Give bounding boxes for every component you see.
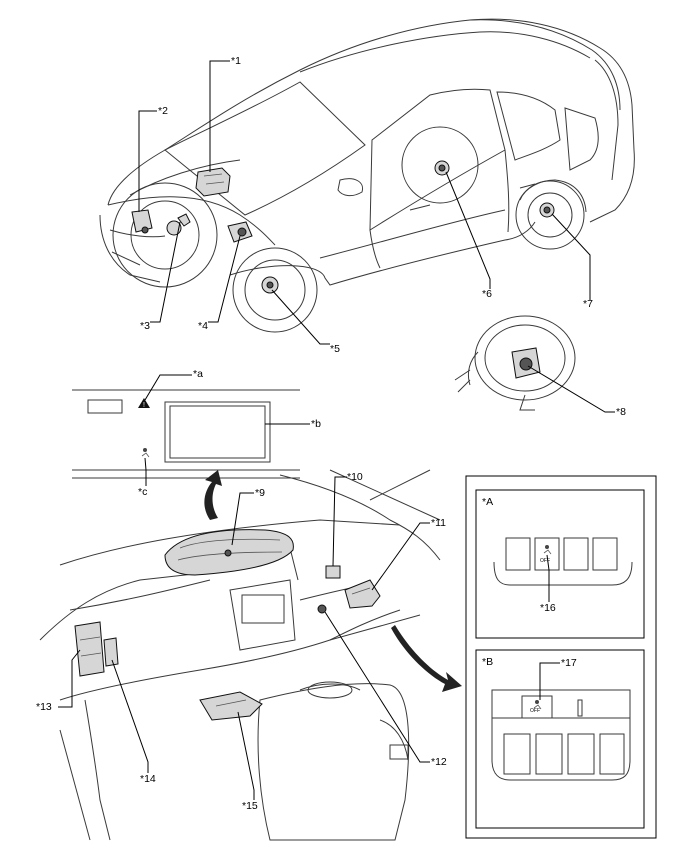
callout-6: *6 [482, 288, 492, 300]
component-10 [325, 565, 341, 579]
inset-a-frame [475, 489, 645, 639]
leader-lines [58, 60, 615, 800]
component-1-airbag-ecu [195, 167, 231, 197]
inset-b-panel [491, 689, 631, 781]
callout-17: *17 [561, 657, 577, 669]
component-6-rear-sensor [434, 160, 450, 176]
callout-2: *2 [158, 105, 168, 117]
callout-a: *a [193, 368, 203, 380]
switch-off-text-a: OFF [540, 558, 550, 564]
component-15-floor-sensor [199, 691, 263, 721]
component-14 [103, 637, 119, 667]
component-3-sensor [166, 213, 191, 236]
component-9-combination-meter [164, 529, 294, 576]
callout-1: *1 [231, 55, 241, 67]
component-13 [74, 621, 105, 677]
callout-c: *c [138, 486, 148, 498]
callout-15: *15 [242, 800, 258, 812]
large-arrow-icon [204, 470, 222, 520]
callout-3: *3 [140, 320, 150, 332]
component-12 [317, 604, 327, 614]
callout-5: *5 [330, 343, 340, 355]
callout-14: *14 [140, 773, 156, 785]
switch-off-text-b: OFF [530, 708, 540, 714]
inset-arrow-icon [391, 625, 462, 692]
component-5-side-sensor [261, 276, 279, 294]
inset-b-label: *B [482, 656, 494, 668]
component-4-sensor [227, 221, 253, 243]
steering-wheel-detail [454, 315, 576, 411]
airbag-off-icon [141, 448, 150, 458]
inset-a-label: *A [482, 496, 494, 508]
component-2-front-sensor [131, 209, 153, 234]
callout-12: *12 [431, 756, 447, 768]
meter-inset: ! [72, 389, 300, 479]
callout-8: *8 [616, 406, 626, 418]
callout-9: *9 [255, 487, 265, 499]
switch-detail-frame [465, 475, 657, 839]
callout-10: *10 [347, 471, 363, 483]
callout-7: *7 [583, 298, 593, 310]
svg-text:!: ! [143, 402, 145, 409]
callout-4: *4 [198, 320, 208, 332]
inset-b-frame [475, 649, 645, 829]
callout-11: *11 [431, 517, 446, 529]
callout-16: *16 [540, 602, 556, 614]
component-11-passenger-airbag [344, 579, 381, 609]
callout-b: *b [311, 418, 321, 430]
callout-13: *13 [36, 701, 52, 713]
component-7-rear-sensor [539, 202, 555, 218]
vehicle-body [99, 18, 635, 333]
warning-triangle-icon [138, 398, 150, 408]
inset-a-panel [493, 537, 633, 586]
